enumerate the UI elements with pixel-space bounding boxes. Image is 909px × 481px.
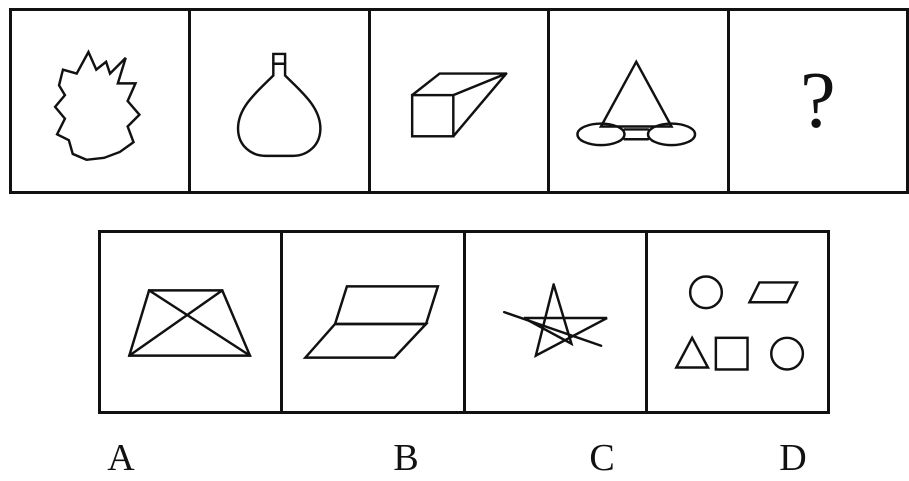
parallelogram-pair-icon (302, 285, 440, 359)
question-cell-3 (371, 11, 551, 191)
triangle-two-ellipses-icon (576, 59, 697, 147)
option-b-label[interactable]: B (393, 437, 419, 479)
question-cell-5: ? (730, 11, 906, 191)
question-row: ? (9, 8, 909, 194)
scattered-shapes-icon (674, 275, 804, 371)
option-c-label[interactable]: C (589, 437, 615, 479)
options-row (98, 230, 830, 414)
question-cell-2 (191, 11, 371, 191)
option-d-label[interactable]: D (779, 437, 807, 479)
flask-icon (237, 52, 322, 158)
question-cell-1 (12, 11, 192, 191)
question-cell-4 (550, 11, 730, 191)
option-c-cell[interactable] (466, 233, 648, 411)
box-icon (410, 72, 508, 138)
option-d-cell[interactable] (648, 233, 827, 411)
spiky-blob-icon (53, 49, 142, 162)
option-a-label[interactable]: A (107, 437, 135, 479)
question-mark: ? (800, 56, 836, 145)
star-with-line-icon (502, 283, 608, 359)
option-a-cell[interactable] (101, 233, 284, 411)
trapezoid-with-diagonals-icon (127, 289, 252, 357)
option-b-cell[interactable] (283, 233, 466, 411)
